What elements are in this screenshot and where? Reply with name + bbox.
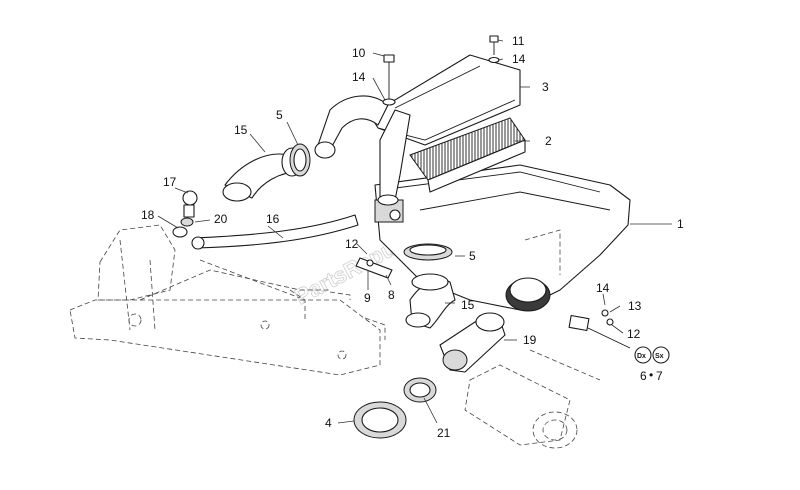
- intake-duct-upper: [377, 109, 411, 206]
- elbow-boot-lower-15: [405, 273, 456, 329]
- intake-boot-19: [439, 312, 506, 373]
- fitting-17-18-20: [172, 190, 198, 238]
- clamp-lower-21: [403, 377, 437, 403]
- callout-4: 4: [325, 416, 332, 430]
- callout-2: 2: [545, 134, 552, 148]
- callout-6: 6: [640, 369, 647, 383]
- callout-14-left: 14: [352, 70, 366, 84]
- callout-20: 20: [214, 212, 228, 226]
- frame-phantom: [69, 224, 386, 376]
- callout-19: 19: [523, 333, 537, 347]
- callout-17: 17: [163, 175, 177, 189]
- badge-sx: Sx: [655, 353, 664, 360]
- callout-15-lower: 15: [461, 298, 475, 312]
- badge-dx: Dx: [637, 353, 646, 360]
- side-badges: Dx Sx •: [634, 346, 670, 382]
- clamp-middle-5: [403, 243, 453, 261]
- callout-14-top: 14: [512, 52, 526, 66]
- callout-16: 16: [266, 212, 280, 226]
- callout-3: 3: [542, 80, 549, 94]
- breather-hose-16: [191, 214, 359, 250]
- badge-sx-circle: [652, 346, 670, 364]
- throttle-body-phantom: [464, 349, 601, 449]
- callout-10: 10: [352, 46, 366, 60]
- callout-15-upper: 15: [234, 123, 248, 137]
- callout-18: 18: [141, 208, 155, 222]
- leader-lines: [157, 39, 672, 424]
- clamp-upper-5: [289, 143, 311, 177]
- sensor-bracket-6-7: [568, 309, 631, 349]
- screw-10: [382, 54, 396, 106]
- callout-12-left: 12: [345, 237, 359, 251]
- callout-5-middle: 5: [469, 249, 476, 263]
- callout-11: 11: [512, 34, 525, 48]
- callout-1: 1: [677, 217, 684, 231]
- hose-upper: [314, 95, 389, 159]
- callout-7: 7: [656, 369, 663, 383]
- air-filter-element: [409, 117, 526, 193]
- rubber-ring-4: [353, 401, 407, 439]
- callout-21: 21: [437, 426, 451, 440]
- callout-12-right: 12: [627, 327, 641, 341]
- air-box: [374, 164, 631, 312]
- callout-8: 8: [388, 288, 395, 302]
- callout-separator-dot: •: [649, 368, 653, 382]
- screw-11: [488, 35, 500, 64]
- bracket-8-9: [355, 257, 393, 279]
- badge-dx-circle: [634, 346, 652, 364]
- callout-13: 13: [628, 299, 642, 313]
- callout-9: 9: [364, 291, 371, 305]
- callout-labels: 1 2 3 4 5 5 6 7 8 9 10 11 12 12 13 14 14…: [141, 34, 684, 440]
- callout-14-right: 14: [596, 281, 610, 295]
- callout-5-upper: 5: [276, 108, 283, 122]
